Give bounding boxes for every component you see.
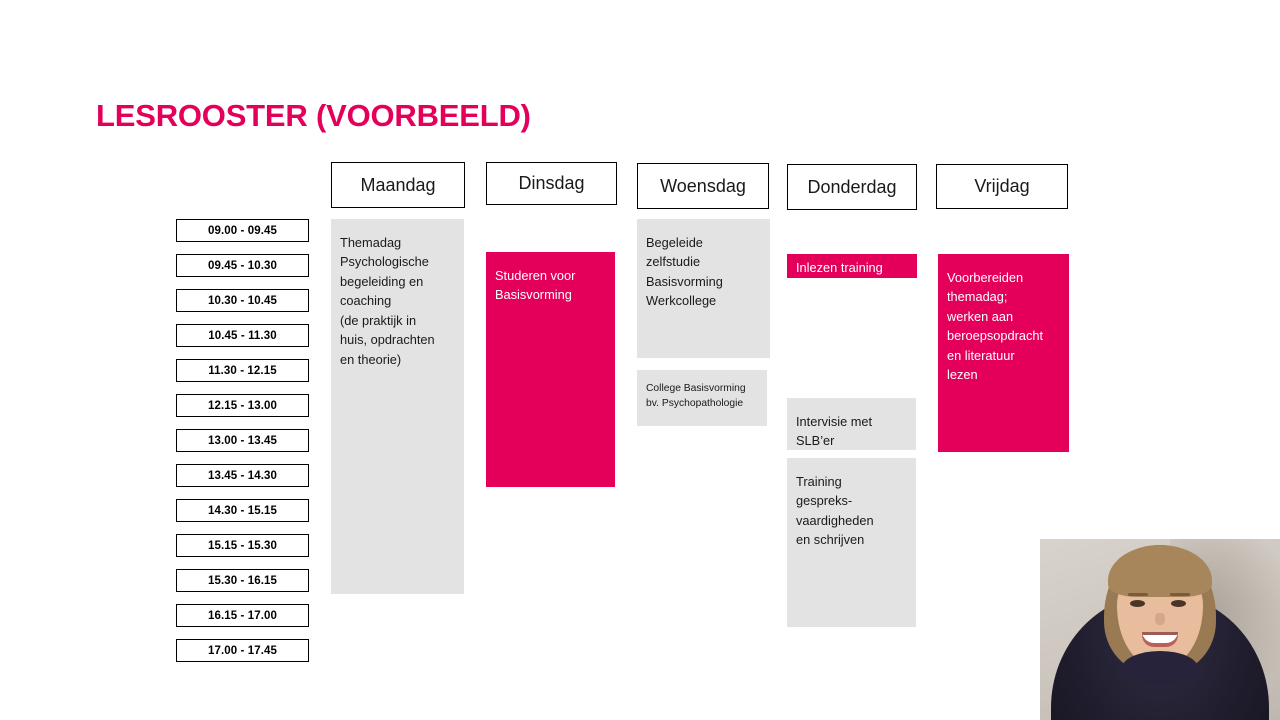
day-header-label: Maandag [360, 174, 436, 195]
time-slot: 11.30 - 12.15 [176, 359, 309, 382]
day-header-label: Woensdag [660, 175, 746, 196]
presenter-mouth [1142, 632, 1178, 647]
schedule-block-line: Themadag [340, 235, 402, 250]
schedule-block-line: themadag; [947, 289, 1008, 305]
schedule-block-line: werken aan [947, 308, 1014, 324]
presenter-brow-left [1128, 593, 1148, 596]
time-slot: 14.30 - 15.15 [176, 499, 309, 522]
schedule-block-donderdag-3: Training gespreks-vaardigheden en schrijve… [787, 458, 916, 627]
schedule-block-line: beroepsopdracht [947, 328, 1044, 344]
presenter-eye-right [1171, 600, 1186, 607]
time-slot: 15.30 - 16.15 [176, 569, 309, 592]
schedule-block-line: vaardigheden [796, 512, 874, 528]
time-slot: 13.00 - 13.45 [176, 429, 309, 452]
day-header-label: Dinsdag [518, 173, 585, 193]
schedule-block-line: gespreks- [796, 493, 853, 509]
schedule-block-line: en theorie) [340, 351, 402, 367]
schedule-block-line: Werkcollege [646, 293, 717, 309]
day-header-woensdag: Woensdag [637, 163, 769, 209]
page-title: LESROOSTER (VOORBEELD) [96, 98, 531, 133]
schedule-block-line: Intervisie met [796, 414, 873, 429]
day-header-label: Vrijdag [974, 176, 1030, 196]
schedule-block-line: lezen [947, 367, 978, 383]
schedule-block-line: huis, opdrachten [340, 332, 435, 348]
time-slot: 16.15 - 17.00 [176, 604, 309, 627]
schedule-block-donderdag-1: Inlezen training [787, 254, 917, 278]
time-slot: 17.00 - 17.45 [176, 639, 309, 662]
schedule-block-line: Begeleide [646, 235, 703, 250]
time-slot: 10.30 - 10.45 [176, 289, 309, 312]
schedule-block-woensdag-2: College Basisvorming bv. Psychopathologie [637, 370, 767, 426]
schedule-block-line: bv. Psychopathologie [646, 398, 744, 410]
schedule-block-line: SLB’er [796, 433, 835, 449]
time-slot-column: 09.00 - 09.45 09.45 - 10.30 10.30 - 10.45 1… [176, 219, 309, 674]
day-header-donderdag: Donderdag [787, 164, 917, 210]
schedule-block-line: Psychologische [340, 254, 429, 270]
time-slot: 12.15 - 13.00 [176, 394, 309, 417]
day-header-dinsdag: Dinsdag [486, 162, 617, 205]
schedule-block-line: Training [796, 474, 842, 489]
day-header-vrijdag: Vrijdag [936, 164, 1068, 209]
time-slot: 09.45 - 10.30 [176, 254, 309, 277]
presenter-collar [1122, 651, 1198, 685]
presenter-nose [1155, 613, 1165, 625]
time-slot: 15.15 - 15.30 [176, 534, 309, 557]
time-slot: 10.45 - 11.30 [176, 324, 309, 347]
day-header-maandag: Maandag [331, 162, 465, 208]
schedule-block-line: (de praktijk in [340, 312, 417, 328]
schedule-block-line: Inlezen training [796, 260, 883, 275]
schedule-block-line: coaching [340, 293, 392, 309]
schedule-block-line: en literatuur [947, 347, 1015, 363]
schedule-block-line: Basisvorming [646, 273, 723, 289]
presenter-hair-top [1108, 545, 1212, 597]
schedule-block-vrijdag-1: Voorbereiden themadag; werken aan beroepsop… [938, 254, 1069, 452]
day-header-label: Donderdag [807, 176, 897, 197]
schedule-block-line: College Basisvorming [646, 383, 746, 394]
presenter-video-overlay[interactable] [1040, 539, 1280, 720]
schedule-block-line: en schrijven [796, 532, 865, 548]
schedule-block-line: Basisvorming [495, 287, 572, 303]
presenter-eye-left [1130, 600, 1145, 607]
schedule-block-line: zelfstudie [646, 254, 701, 270]
presenter-brow-right [1170, 593, 1190, 596]
time-slot: 13.45 - 14.30 [176, 464, 309, 487]
time-slot: 09.00 - 09.45 [176, 219, 309, 242]
schedule-block-line: begeleiding en [340, 273, 424, 289]
schedule-block-line: Studeren voor [495, 268, 576, 283]
schedule-block-line: Voorbereiden [947, 270, 1024, 285]
